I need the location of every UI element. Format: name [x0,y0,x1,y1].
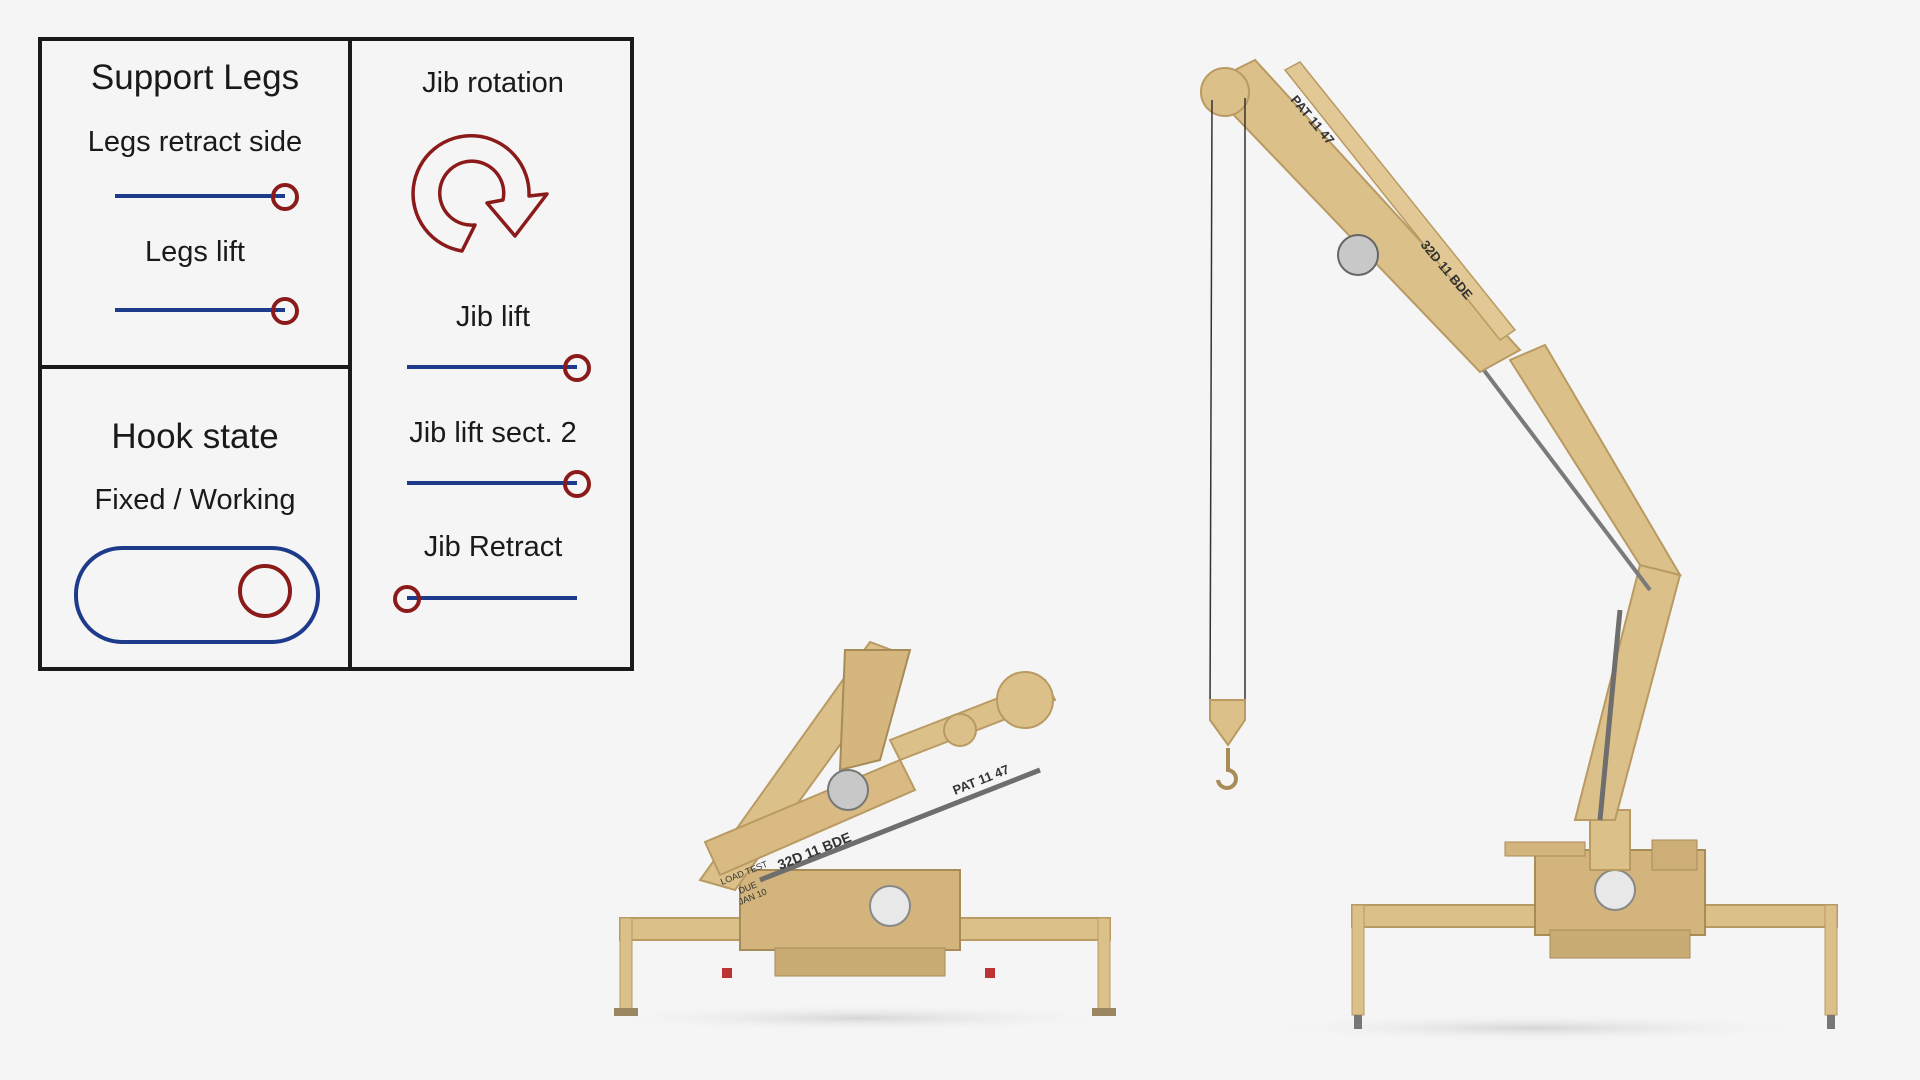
extended-crane: PAT 11 47 32D 11 BDE [1200,58,1838,1042]
slider-knob[interactable] [563,470,591,498]
crane-marking-date: JAN 10 [737,887,768,907]
legs-lift-slider[interactable] [115,295,299,325]
jib-lift-sect2-slider[interactable] [407,468,591,498]
hook-state-toggle[interactable] [74,546,320,644]
slider-track [407,596,577,600]
crane-marking-pat: PAT 11 47 [951,762,1012,798]
slider-knob[interactable] [271,297,299,325]
support-legs-title: Support Legs [90,58,300,97]
crane-marking-due: DUE [737,879,758,895]
legs-retract-side-slider[interactable] [115,181,299,211]
jib-lift-sect2-label: Jib lift sect. 2 [409,417,577,449]
folded-crane: 32D 11 BDE PAT 11 47 LOAD TEST DUE JAN 1… [590,640,1130,1032]
jib-lift-label: Jib lift [455,301,531,333]
slider-track [407,481,577,485]
panel-divider-vertical [348,41,352,667]
control-panel: Support Legs Legs retract side Legs lift… [38,37,634,671]
jib-retract-slider[interactable] [393,583,577,613]
hook-state-subtitle: Fixed / Working [94,484,296,516]
slider-knob[interactable] [271,183,299,211]
legs-retract-side-label: Legs retract side [87,126,303,158]
crane-marking-load-test: LOAD TEST [719,859,769,887]
legs-lift-label: Legs lift [145,236,245,268]
slider-track [115,194,285,198]
crane-marking-unit-jib: 32D 11 BDE [1418,237,1476,302]
jib-retract-label: Jib Retract [423,531,563,563]
toggle-knob[interactable] [238,564,292,618]
panel-divider-horizontal [42,365,348,369]
hook-state-title: Hook state [111,417,279,456]
rotate-icon[interactable] [407,126,557,266]
slider-track [407,365,577,369]
slider-knob[interactable] [393,585,421,613]
crane-marking-pat-jib: PAT 11 47 [1288,92,1338,147]
slider-track [115,308,285,312]
jib-rotation-label: Jib rotation [422,67,564,99]
slider-knob[interactable] [563,354,591,382]
crane-marking-unit: 32D 11 BDE [775,829,853,873]
jib-lift-slider[interactable] [407,352,591,382]
